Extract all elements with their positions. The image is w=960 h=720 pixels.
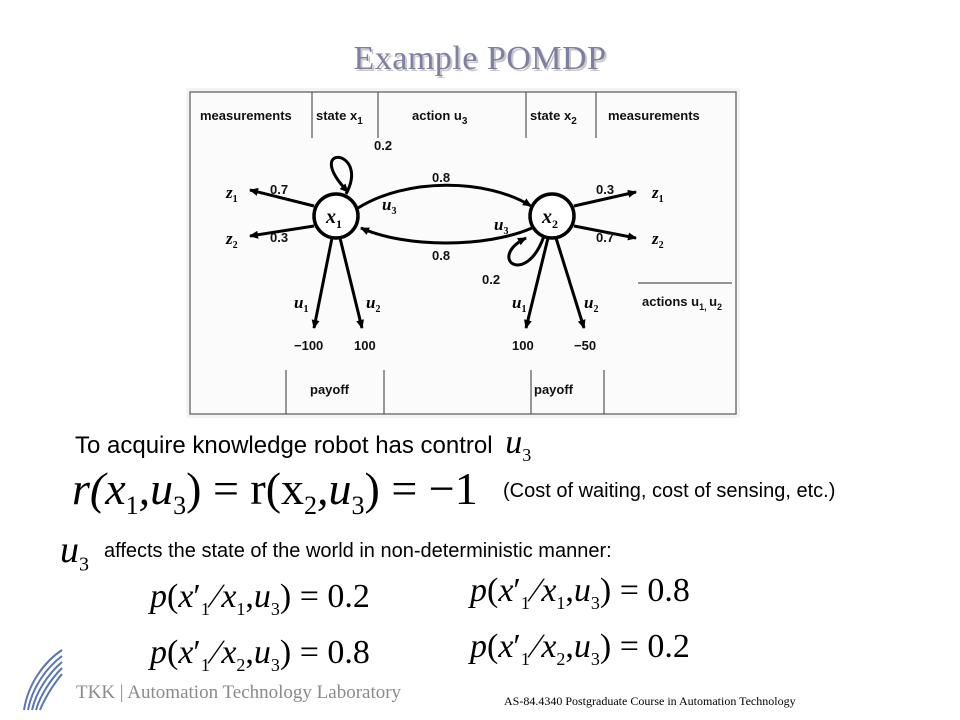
self-loop-x2-arrow [507, 235, 546, 267]
arc-x2-x1-prob: 0.8 [432, 248, 450, 263]
header-action-u3: action u3 [412, 108, 468, 127]
x1-z2-prob: 0.3 [270, 230, 288, 245]
affects-text: affects the state of the world in non-de… [104, 540, 612, 562]
header-state-x1: state x1 [316, 108, 363, 127]
x2-z2-prob: 0.7 [596, 230, 614, 245]
node-x1-label: x1 [325, 206, 342, 231]
x1-u2-label: u2 [366, 293, 380, 315]
u3-lead-symbol: u3 [60, 529, 89, 576]
caption-label: To acquire knowledge robot has control [75, 432, 493, 459]
x1-u1-arrow [311, 237, 334, 329]
arc-x2-to-x1 [360, 226, 533, 245]
header-measurements-left: measurements [200, 108, 292, 123]
z2-left: z2 [225, 229, 238, 251]
transition-eq-2: p(x′1/x1,u3) = 0.8 [470, 572, 690, 613]
x2-to-z2-arrow [573, 224, 637, 241]
x2-u2-label: u2 [584, 293, 598, 315]
caption-text: To acquire knowledge robot has control u… [75, 424, 531, 466]
state-node-x1 [312, 192, 360, 240]
z1-right: z1 [651, 183, 664, 205]
slide-title: Example POMDP [353, 40, 607, 77]
header-separators [285, 92, 732, 414]
payoff-label-left: payoff [310, 382, 350, 397]
x1-to-z1-arrow [249, 188, 315, 208]
edge-label-u3-bottom: u3 [494, 215, 508, 237]
caption-u3-symbol: u3 [505, 424, 532, 465]
x2-z1-prob: 0.3 [596, 182, 614, 197]
cost-note: (Cost of waiting, cost of sensing, etc.) [503, 480, 836, 502]
arc-x1-to-x2 [357, 183, 532, 210]
z1-left: z1 [225, 183, 238, 205]
arc-x1-x2-prob: 0.8 [432, 170, 450, 185]
pomdp-diagram: measurements state x1 action u3 state x2… [186, 88, 740, 418]
tkk-logo-icon [23, 649, 63, 711]
x1-u1-label: u1 [294, 293, 308, 315]
x2-u1-arrow [524, 237, 550, 329]
x1-z1-prob: 0.7 [270, 182, 288, 197]
self-loop-x1-arrow [329, 155, 354, 195]
self-loop-x2-prob: 0.2 [482, 272, 500, 287]
actions-legend: actions u1, u2 [642, 294, 722, 312]
header-measurements-right: measurements [608, 108, 700, 123]
transition-eq-1: p(x′1/x1,u3) = 0.2 [150, 578, 370, 619]
x2-u1-label: u1 [512, 293, 526, 315]
z2-right: z2 [651, 229, 664, 251]
edge-label-u3-top: u3 [382, 195, 396, 217]
x2-u2-arrow [554, 237, 586, 329]
header-state-x2: state x2 [530, 108, 577, 127]
footer-lab-name: TKK | Automation Technology Laboratory [76, 682, 402, 703]
transition-eq-3: p(x′1/x2,u3) = 0.8 [150, 634, 370, 675]
x1-u2-arrow [338, 237, 364, 329]
payoff-label-right: payoff [534, 382, 574, 397]
diagram-frame [189, 91, 737, 415]
x1-to-z2-arrow [249, 224, 315, 239]
node-x2-label: x2 [541, 206, 558, 231]
footer-course-name: AS-84.4340 Postgraduate Course in Automa… [504, 694, 796, 708]
payoff-x1-u1: −100 [294, 338, 323, 353]
self-loop-x1-prob: 0.2 [374, 138, 392, 153]
payoff-x1-u2: 100 [354, 338, 376, 353]
payoff-x2-u2: −50 [574, 338, 596, 353]
transition-eq-4: p(x′1/x2,u3) = 0.2 [470, 628, 690, 669]
state-node-x2 [528, 192, 576, 240]
x2-to-z1-arrow [573, 189, 637, 208]
reward-equation: r(x1,u3) = r(x2,u3) = −1 [72, 463, 478, 521]
payoff-x2-u1: 100 [512, 338, 534, 353]
